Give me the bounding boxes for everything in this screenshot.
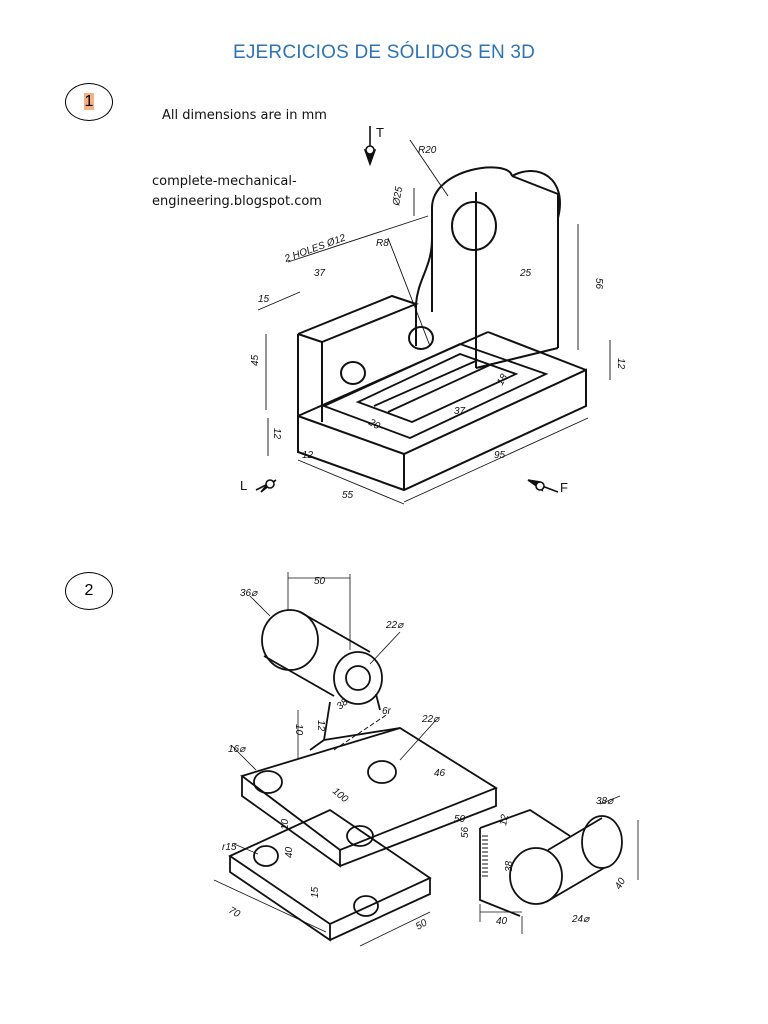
svg-text:50: 50 — [314, 576, 326, 587]
svg-text:100: 100 — [330, 786, 350, 805]
svg-text:56: 56 — [593, 278, 604, 290]
view-arrow-left: L — [240, 478, 277, 493]
svg-text:40: 40 — [284, 846, 295, 858]
svg-text:40: 40 — [613, 876, 628, 892]
svg-text:6r: 6r — [382, 706, 392, 717]
svg-text:25: 25 — [519, 268, 532, 279]
source-note-line1: complete-mechanical- — [152, 174, 297, 189]
svg-text:16⌀: 16⌀ — [228, 744, 246, 755]
exercise-2-drawing: 36⌀ 50 22⌀ 38 6r 22⌀ 10 12 16⌀ 100 46 50… — [200, 560, 670, 970]
svg-text:10: 10 — [280, 818, 291, 830]
svg-text:20: 20 — [366, 417, 382, 433]
exercise-1-drawing: All dimensions are in mm complete-mechan… — [148, 88, 648, 540]
svg-text:R8: R8 — [376, 238, 389, 249]
svg-text:12: 12 — [315, 720, 326, 732]
svg-text:F: F — [560, 480, 568, 495]
svg-text:24⌀: 24⌀ — [571, 914, 590, 925]
svg-text:38: 38 — [335, 696, 351, 712]
svg-text:45: 45 — [250, 354, 261, 366]
svg-text:55: 55 — [342, 490, 354, 501]
svg-text:2 HOLES Ø12: 2 HOLES Ø12 — [282, 232, 347, 265]
lower-plate — [228, 808, 432, 942]
svg-text:46: 46 — [434, 768, 446, 779]
main-plate — [240, 727, 498, 868]
view-arrow-front: F — [527, 479, 568, 495]
svg-text:r15: r15 — [222, 842, 237, 853]
upright — [415, 166, 561, 369]
svg-text:15: 15 — [258, 294, 270, 305]
svg-text:40: 40 — [496, 916, 508, 927]
svg-text:70: 70 — [227, 905, 243, 920]
svg-text:56: 56 — [460, 826, 471, 838]
svg-text:15: 15 — [310, 886, 321, 898]
svg-text:22⌀: 22⌀ — [421, 714, 440, 725]
source-note-line2: engineering.blogspot.com — [152, 194, 322, 209]
slot — [321, 343, 549, 439]
svg-text:36⌀: 36⌀ — [240, 588, 258, 599]
svg-text:12: 12 — [302, 450, 314, 461]
svg-text:12: 12 — [271, 428, 282, 440]
svg-text:L: L — [240, 478, 247, 493]
svg-text:50: 50 — [454, 814, 466, 825]
svg-text:37: 37 — [454, 406, 466, 417]
svg-text:12: 12 — [615, 358, 626, 370]
svg-text:10: 10 — [293, 724, 304, 736]
units-note: All dimensions are in mm — [162, 108, 327, 123]
svg-text:R20: R20 — [418, 145, 437, 156]
left-wall — [297, 294, 434, 452]
svg-text:22⌀: 22⌀ — [385, 620, 404, 631]
svg-text:38⌀: 38⌀ — [596, 796, 614, 807]
base-plate — [297, 331, 587, 492]
right-arm — [479, 809, 623, 917]
svg-text:T: T — [376, 125, 384, 140]
view-arrow-top: T — [363, 125, 384, 167]
svg-text:37: 37 — [314, 268, 326, 279]
svg-text:50: 50 — [414, 917, 430, 932]
svg-text:95: 95 — [494, 450, 506, 461]
page-title: EJERCICIOS DE SÓLIDOS EN 3D — [232, 42, 536, 63]
svg-text:18: 18 — [495, 372, 510, 388]
svg-text:38: 38 — [504, 860, 515, 872]
svg-text:12: 12 — [498, 813, 511, 826]
exercise-number-1: 1 — [65, 83, 113, 121]
exercise-number-2: 2 — [65, 572, 113, 610]
svg-text:Ø25: Ø25 — [391, 185, 405, 207]
